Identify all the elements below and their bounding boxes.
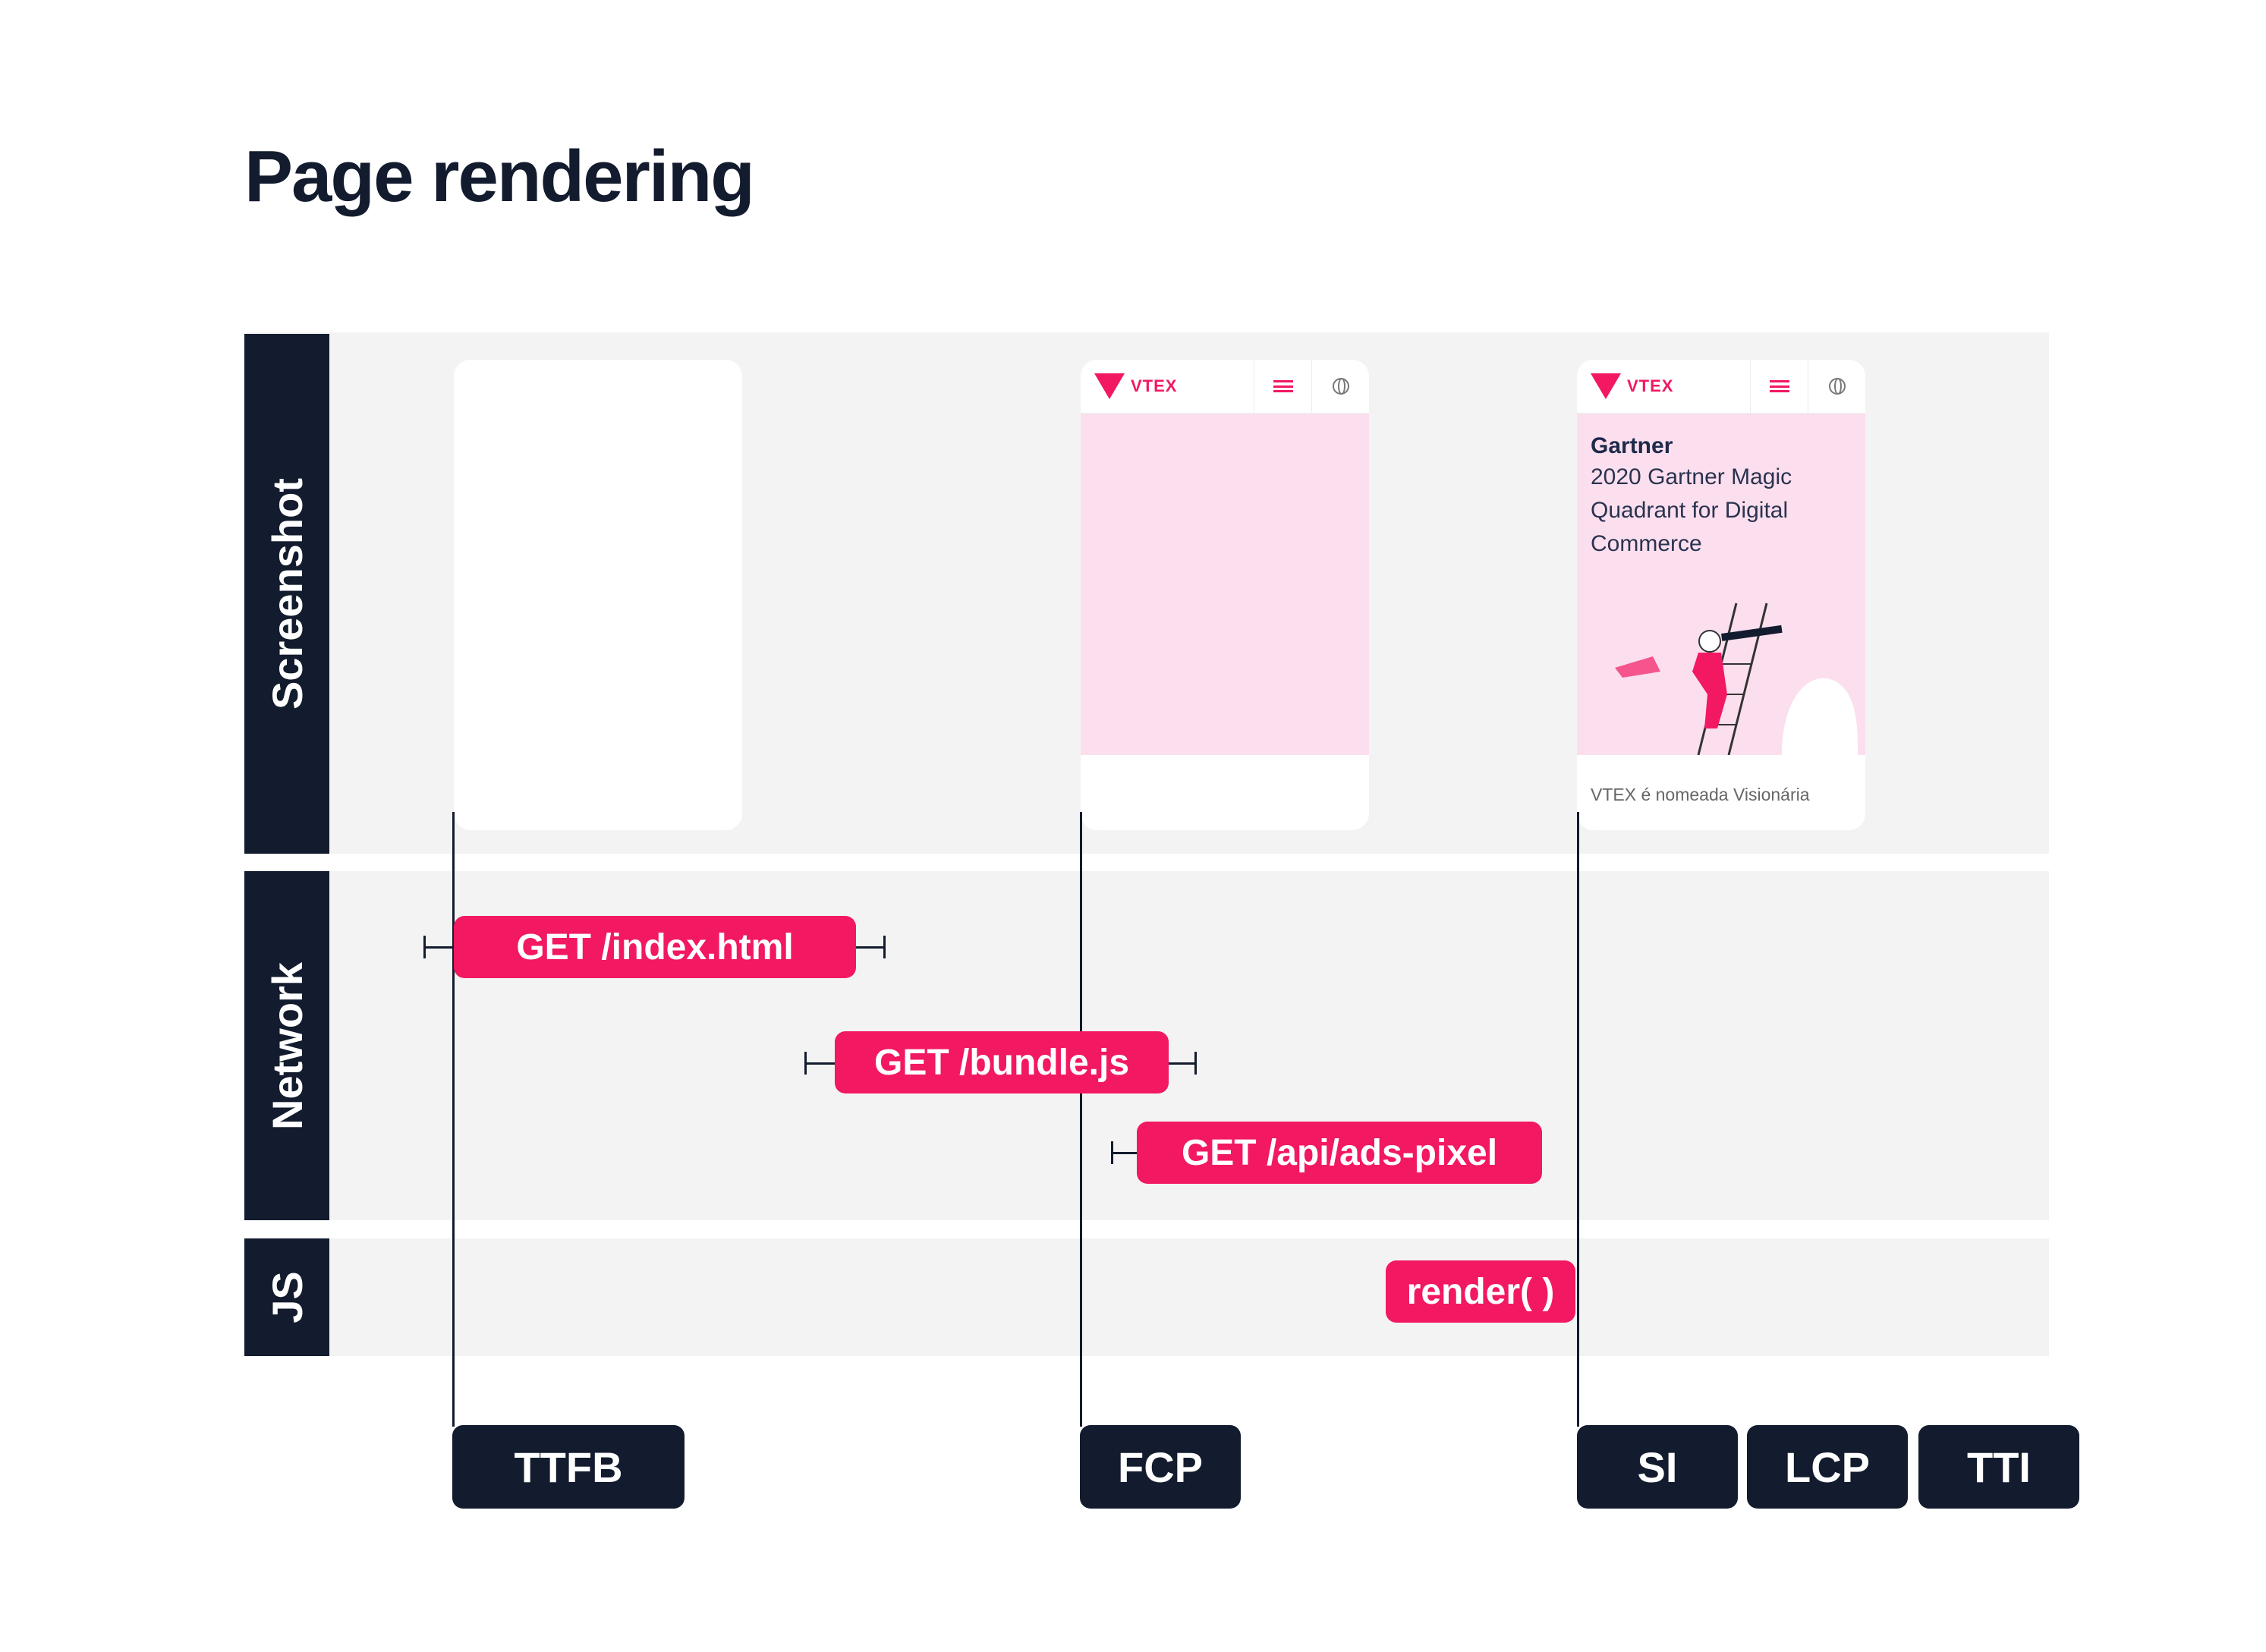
bundle-request-cap-left <box>804 1052 807 1075</box>
bundle-request-cap-right <box>1194 1052 1197 1075</box>
globe-button <box>1311 360 1369 413</box>
metric-ttfb: TTFB <box>452 1425 685 1509</box>
globe-button <box>1808 360 1865 413</box>
js-lane-label-text: JS <box>263 1271 311 1323</box>
index-request-whisker-right <box>854 946 885 949</box>
hamburger-menu-icon <box>1273 380 1293 392</box>
vtex-logo-icon <box>1591 373 1621 399</box>
hero-caption: VTEX é nomeada Visionária <box>1591 785 1810 804</box>
request-bundle-js: GET /bundle.js <box>835 1031 1169 1093</box>
metric-fcp: FCP <box>1080 1425 1241 1509</box>
js-render-task: render( ) <box>1386 1260 1575 1323</box>
fcp-timeline-line <box>1080 812 1082 1427</box>
request-index-html: GET /index.html <box>454 916 856 978</box>
hamburger-menu-button <box>1254 360 1312 413</box>
metric-tti: TTI <box>1918 1425 2079 1509</box>
screenshot-lane-label: Screenshot <box>244 334 329 854</box>
bundle-request-whisker-right <box>1166 1062 1196 1065</box>
index-request-whisker-left <box>425 946 455 949</box>
hamburger-menu-button <box>1750 360 1808 413</box>
js-lane <box>244 1238 2049 1356</box>
screenshot-lane-label-text: Screenshot <box>263 478 311 710</box>
phone-header: VTEX <box>1081 360 1369 414</box>
screenshot-frame-blank <box>454 360 742 830</box>
screenshot-frame-fcp: VTEX <box>1081 360 1369 830</box>
ads-request-cap-left <box>1111 1141 1113 1164</box>
phone-header: VTEX <box>1577 360 1865 414</box>
network-lane-label: Network <box>244 871 329 1220</box>
vtex-logo-icon <box>1094 373 1125 399</box>
globe-icon <box>1829 378 1846 395</box>
index-request-cap-right <box>883 936 886 958</box>
metric-si: SI <box>1577 1425 1738 1509</box>
js-lane-label: JS <box>244 1238 329 1356</box>
si-timeline-line <box>1577 812 1579 1427</box>
vtex-logo: VTEX <box>1094 373 1177 399</box>
content-placeholder <box>1081 414 1369 755</box>
vtex-logo-text: VTEX <box>1627 376 1674 395</box>
vtex-logo: VTEX <box>1591 373 1673 399</box>
hero-headline: 2020 Gartner Magic Quadrant for Digital … <box>1591 464 1792 556</box>
request-ads-pixel: GET /api/ads-pixel <box>1137 1122 1542 1184</box>
telescope-illustration <box>1615 603 1858 755</box>
gartner-brand: Gartner <box>1591 433 1673 458</box>
hamburger-menu-icon <box>1770 380 1789 392</box>
ads-request-whisker-left <box>1113 1152 1143 1154</box>
screenshot-frame-full: VTEX Gartner 2020 Gartner Magic Quadrant… <box>1577 360 1865 830</box>
page-title: Page rendering <box>244 136 755 217</box>
bundle-request-whisker-left <box>806 1062 836 1065</box>
index-request-cap-left <box>423 936 426 958</box>
ttfb-timeline-line <box>452 812 455 1427</box>
globe-icon <box>1333 378 1349 395</box>
vtex-logo-text: VTEX <box>1131 376 1178 395</box>
network-lane-label-text: Network <box>263 961 311 1130</box>
metric-lcp: LCP <box>1747 1425 1908 1509</box>
hero-banner: Gartner 2020 Gartner Magic Quadrant for … <box>1577 414 1865 755</box>
